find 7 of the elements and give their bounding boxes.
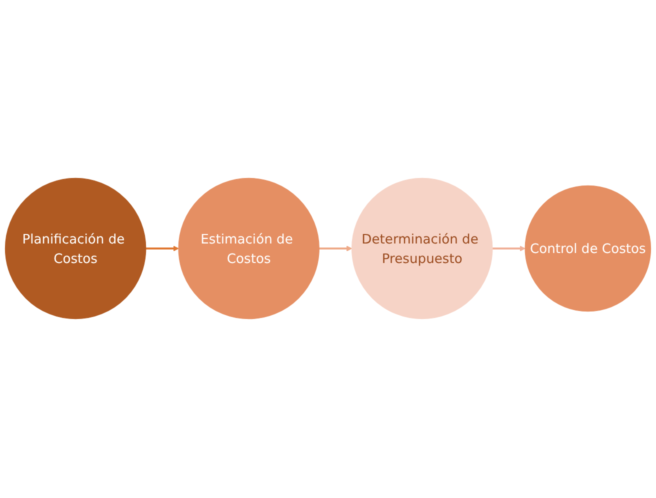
node-circle: Determinación de Presupuesto <box>352 178 493 320</box>
arrow <box>146 246 179 252</box>
arrow <box>319 246 352 252</box>
arrow <box>492 246 526 252</box>
node-circle: Estimación de Costos <box>178 178 320 320</box>
node-circle: Control de Costos <box>524 186 652 312</box>
node-circle: Planificación de Costos <box>4 178 146 320</box>
